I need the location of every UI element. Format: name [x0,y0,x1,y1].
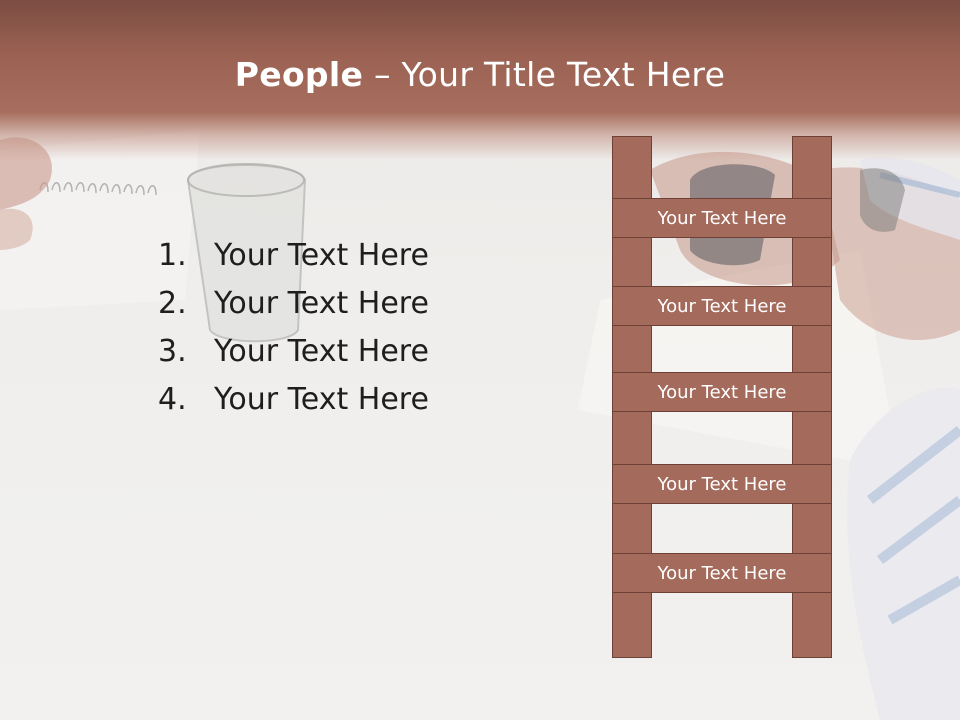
ladder-rung: Your Text Here [612,553,832,593]
title-rest: – Your Title Text Here [363,55,726,94]
ladder-rung: Your Text Here [612,286,832,326]
list-number: 1. [158,238,187,273]
header-band [0,0,960,160]
list-number: 4. [158,382,187,417]
list-item: 2. Your Text Here [158,280,429,328]
list-text: Your Text Here [214,382,429,417]
ladder-rung: Your Text Here [612,372,832,412]
rung-label: Your Text Here [657,381,787,403]
rung-label: Your Text Here [657,207,787,229]
list-text: Your Text Here [214,286,429,321]
list-text: Your Text Here [214,238,429,273]
rung-label: Your Text Here [657,295,787,317]
ladder-rung: Your Text Here [612,198,832,238]
list-text: Your Text Here [214,334,429,369]
list-item: 4. Your Text Here [158,376,429,424]
title-bold: People [234,55,364,94]
rung-label: Your Text Here [657,562,787,584]
rung-label: Your Text Here [657,473,787,495]
list-item: 1. Your Text Here [158,232,429,280]
list-number: 3. [158,334,187,369]
numbered-list: 1. Your Text Here 2. Your Text Here 3. Your… [158,232,429,424]
ladder-rung: Your Text Here [612,464,832,504]
list-number: 2. [158,286,187,321]
slide-title: People – Your Title Text Here [0,52,960,98]
list-item: 3. Your Text Here [158,328,429,376]
